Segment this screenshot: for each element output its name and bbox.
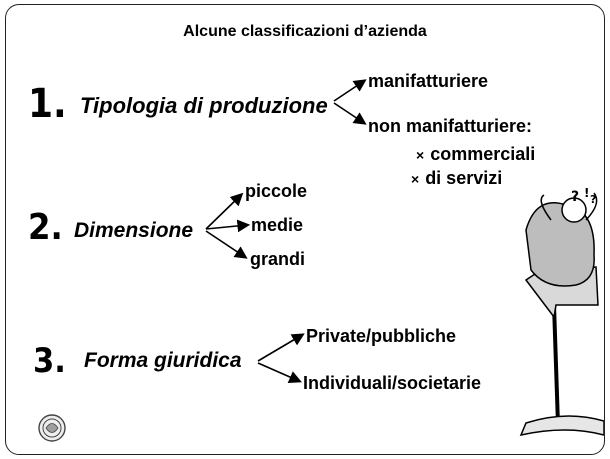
arrow-2-up (205, 192, 244, 230)
section-3-item-private-pubbliche: Private/pubbliche (306, 326, 457, 346)
section-2-item-piccole: piccole (245, 181, 308, 201)
section-3-number: 3. (33, 341, 66, 381)
section-2-item-medie: medie (251, 215, 304, 235)
section-3-item-individuali-societarie: Individuali/societarie (303, 373, 482, 393)
section-1-item-manifatturiere: manifatturiere (368, 71, 489, 91)
confused-man-signpost-illustration: ? ! ? (519, 186, 604, 437)
section-1-label: Tipologia di produzione (80, 93, 328, 118)
arrow-2-mid (205, 219, 251, 233)
section-2-number: 2. (28, 207, 63, 248)
bullet-icon: × (416, 147, 425, 163)
section-1-number: 1. (28, 81, 67, 127)
section-2-item-grandi: grandi (250, 249, 306, 269)
slide: Alcune classificazioni d’azienda 1. Tipo… (5, 4, 605, 455)
arrow-3-down (257, 362, 302, 384)
arrow-3-up (257, 333, 305, 362)
bullet-icon: × (411, 171, 420, 187)
university-seal-logo (38, 414, 66, 442)
svg-text:?: ? (590, 193, 596, 206)
arrow-1-up (333, 79, 367, 102)
svg-text:!: ! (584, 186, 589, 200)
section-2-label: Dimensione (74, 219, 194, 242)
svg-text:?: ? (571, 189, 579, 205)
section-1-item-non-manifatturiere: non manifatturiere: (368, 116, 533, 136)
subitem-label: commerciali (430, 144, 536, 164)
arrow-1-down (333, 102, 367, 125)
subitem-label: di servizi (425, 168, 503, 188)
arrows-layer: ? ! ? (38, 79, 604, 442)
section-1-subitem-commerciali: × commerciali (416, 144, 535, 165)
section-1-subitem-di-servizi: × di servizi (411, 168, 502, 189)
section-3-label: Forma giuridica (84, 349, 242, 372)
slide-title: Alcune classificazioni d’azienda (183, 23, 427, 40)
arrow-2-down (205, 230, 248, 259)
